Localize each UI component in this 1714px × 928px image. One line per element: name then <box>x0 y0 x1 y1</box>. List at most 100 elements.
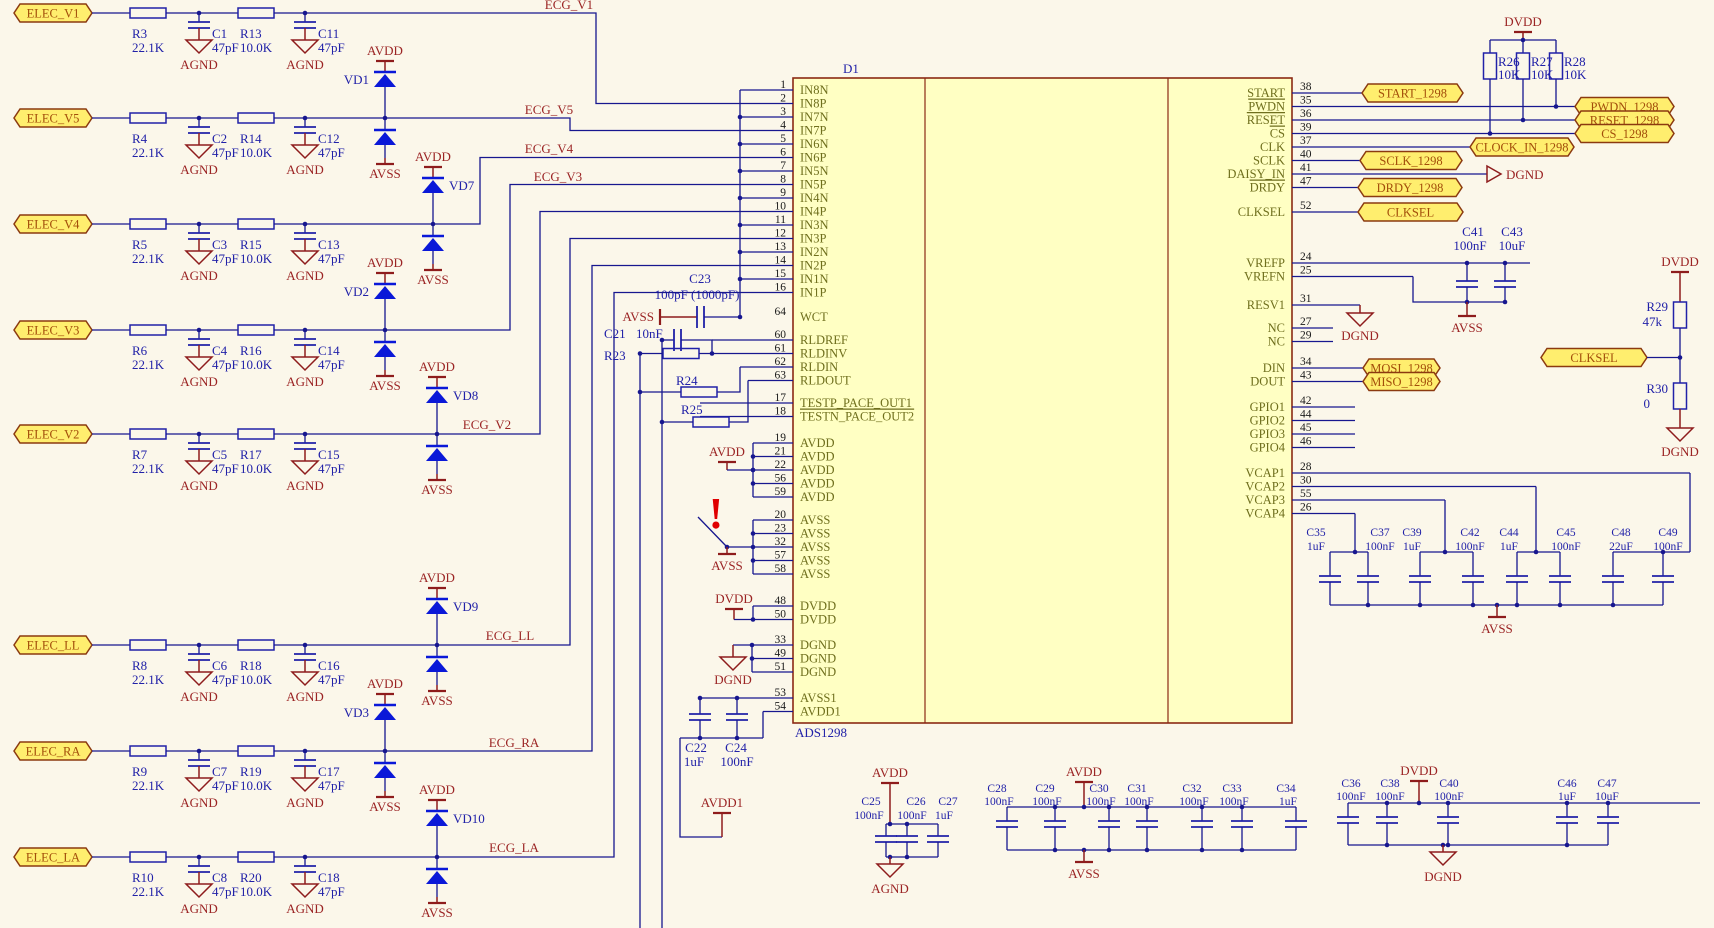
dgnd-symbol[interactable] <box>1665 427 1695 443</box>
diode-VD8[interactable] <box>426 448 448 461</box>
dgnd-arrow[interactable] <box>1486 164 1503 184</box>
resistor-R17[interactable] <box>237 428 275 440</box>
net-flag-ELEC_V5[interactable] <box>13 108 93 128</box>
diode-VD2[interactable] <box>374 286 396 299</box>
net-flag-ELEC_V4[interactable] <box>13 214 93 234</box>
diode-VD1[interactable] <box>374 74 396 87</box>
net-flag-CLOCK_IN_1298[interactable] <box>1469 137 1575 157</box>
resistor-R24[interactable] <box>680 386 718 398</box>
dgnd-symbol[interactable] <box>1428 851 1458 867</box>
diode-VD10[interactable] <box>426 813 448 826</box>
net-flag-DRDY_1298-label: DRDY_1298 <box>1377 181 1444 195</box>
resistor-R4[interactable] <box>129 112 167 124</box>
net-flag-ELEC_RA[interactable] <box>13 741 93 761</box>
resistor-R5[interactable] <box>129 218 167 230</box>
net-agnd: AGND <box>180 268 218 283</box>
diode-VD1[interactable] <box>374 132 396 145</box>
cap-ref: C23 <box>689 271 711 286</box>
pin-number: 4 <box>780 120 786 132</box>
net-flag-CLKSEL[interactable] <box>1357 202 1464 222</box>
agnd-symbol[interactable] <box>184 671 214 687</box>
net-flag-DRDY_1298[interactable] <box>1357 177 1463 198</box>
resistor-R18[interactable] <box>237 639 275 651</box>
resistor-R13[interactable] <box>237 7 275 19</box>
agnd-symbol[interactable] <box>184 356 214 372</box>
resistor-R10[interactable] <box>129 851 167 863</box>
diode-VD9[interactable] <box>426 659 448 672</box>
dgnd-symbol[interactable] <box>718 656 748 672</box>
agnd-symbol[interactable] <box>290 356 320 372</box>
net-avss: AVSS <box>369 166 401 181</box>
cap-value: 100nF <box>1124 796 1153 808</box>
net-flag-ELEC_LL[interactable] <box>13 635 93 655</box>
dgnd-symbol[interactable] <box>1345 312 1375 328</box>
resistor-R14[interactable] <box>237 112 275 124</box>
cap-ref: C31 <box>1127 783 1146 795</box>
ic-ADS1298-body[interactable] <box>792 77 1293 724</box>
diode-VD9[interactable] <box>426 601 448 614</box>
resistor-R15[interactable] <box>237 218 275 230</box>
agnd-symbol[interactable] <box>290 777 320 793</box>
pin-number: 51 <box>775 661 787 673</box>
net-avss: AVSS <box>421 482 453 497</box>
resistor-R30[interactable] <box>1672 382 1688 410</box>
resistor-R29[interactable] <box>1672 301 1688 329</box>
resistor-R3[interactable] <box>129 7 167 19</box>
junction-dot <box>382 327 388 333</box>
net-flag-ELEC_V3[interactable] <box>13 320 93 340</box>
agnd-symbol[interactable] <box>184 460 214 476</box>
agnd-symbol[interactable] <box>875 863 905 879</box>
net-flag-MISO_1298[interactable] <box>1362 371 1441 392</box>
net-flag-SCLK_1298[interactable] <box>1359 150 1463 171</box>
net-flag-ELEC_V1[interactable] <box>13 3 93 23</box>
resistor-R16[interactable] <box>237 324 275 336</box>
agnd-symbol[interactable] <box>184 777 214 793</box>
agnd-symbol[interactable] <box>184 883 214 899</box>
net-flag-ELEC_V2-label: ELEC_V2 <box>27 428 80 442</box>
pin-number: 62 <box>775 356 787 368</box>
cap-ref: C22 <box>685 740 707 755</box>
net-dvdd: DVDD <box>1661 254 1699 269</box>
diode-VD3[interactable] <box>374 707 396 720</box>
net-flag-CS_1298[interactable] <box>1574 123 1675 144</box>
agnd-symbol[interactable] <box>290 39 320 55</box>
pin-number: 53 <box>775 687 787 699</box>
diode-VD7[interactable] <box>422 238 444 251</box>
cap-value: 1uF <box>1279 796 1297 808</box>
agnd-symbol[interactable] <box>184 39 214 55</box>
agnd-symbol[interactable] <box>290 144 320 160</box>
pin-number: 47 <box>1300 176 1312 188</box>
diode-VD7[interactable] <box>422 180 444 193</box>
diode-VD10[interactable] <box>426 871 448 884</box>
agnd-symbol[interactable] <box>184 144 214 160</box>
net-dvdd: DVDD <box>1400 763 1438 778</box>
net-flag-ELEC_V2[interactable] <box>13 424 93 444</box>
cap-ref: C48 <box>1611 527 1630 539</box>
pin-number: 9 <box>780 187 786 199</box>
resistor-R25[interactable] <box>692 416 730 428</box>
net-flag-START_1298[interactable] <box>1361 83 1464 103</box>
resistor-R7[interactable] <box>129 428 167 440</box>
resistor-R9[interactable] <box>129 745 167 757</box>
agnd-symbol[interactable] <box>184 250 214 266</box>
pin-name: GPIO4 <box>1250 441 1286 455</box>
net-agnd: AGND <box>286 901 324 916</box>
net-flag-CLKSEL[interactable] <box>1540 347 1648 368</box>
diode-VD8[interactable] <box>426 390 448 403</box>
pin-number: 57 <box>775 550 787 562</box>
agnd-symbol[interactable] <box>290 460 320 476</box>
agnd-symbol[interactable] <box>290 250 320 266</box>
resistor-R20[interactable] <box>237 851 275 863</box>
net-flag-ELEC_LA[interactable] <box>13 847 93 867</box>
resistor-R19[interactable] <box>237 745 275 757</box>
resistor-R6[interactable] <box>129 324 167 336</box>
diode-VD3[interactable] <box>374 765 396 778</box>
diode-VD2[interactable] <box>374 344 396 357</box>
net-avss: AVSS <box>369 799 401 814</box>
agnd-symbol[interactable] <box>290 883 320 899</box>
agnd-symbol[interactable] <box>290 671 320 687</box>
pin-name: IN4P <box>800 205 826 219</box>
net-dgnd: DGND <box>1506 167 1544 182</box>
resistor-R26[interactable] <box>1482 52 1498 80</box>
resistor-R8[interactable] <box>129 639 167 651</box>
